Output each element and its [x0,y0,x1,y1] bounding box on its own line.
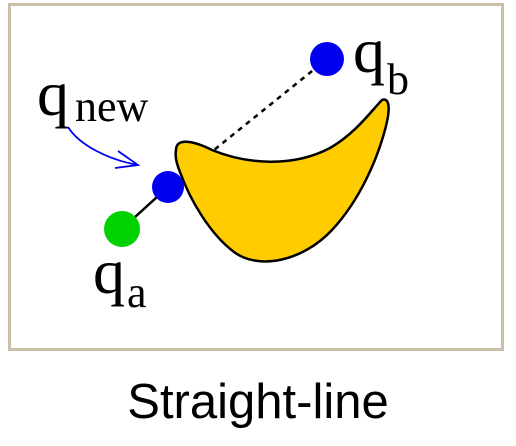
label-q-b-base: q [353,15,385,86]
pointer-arrow-head [114,150,141,169]
node-q-b [310,42,344,76]
label-q-a-sub: a [127,268,147,317]
label-q-new-base: q [37,58,69,129]
label-q-new-sub: new [75,82,149,131]
caption: Straight-line [127,375,389,429]
pointer-arrow [67,126,139,166]
node-q-new [152,171,184,203]
label-q-a-base: q [93,236,125,307]
node-q-a [104,211,140,247]
obstacle-shape [174,98,390,263]
label-q-b-sub: b [387,55,409,104]
label-q-a: qa [93,236,147,317]
label-q-b: qb [353,15,409,104]
